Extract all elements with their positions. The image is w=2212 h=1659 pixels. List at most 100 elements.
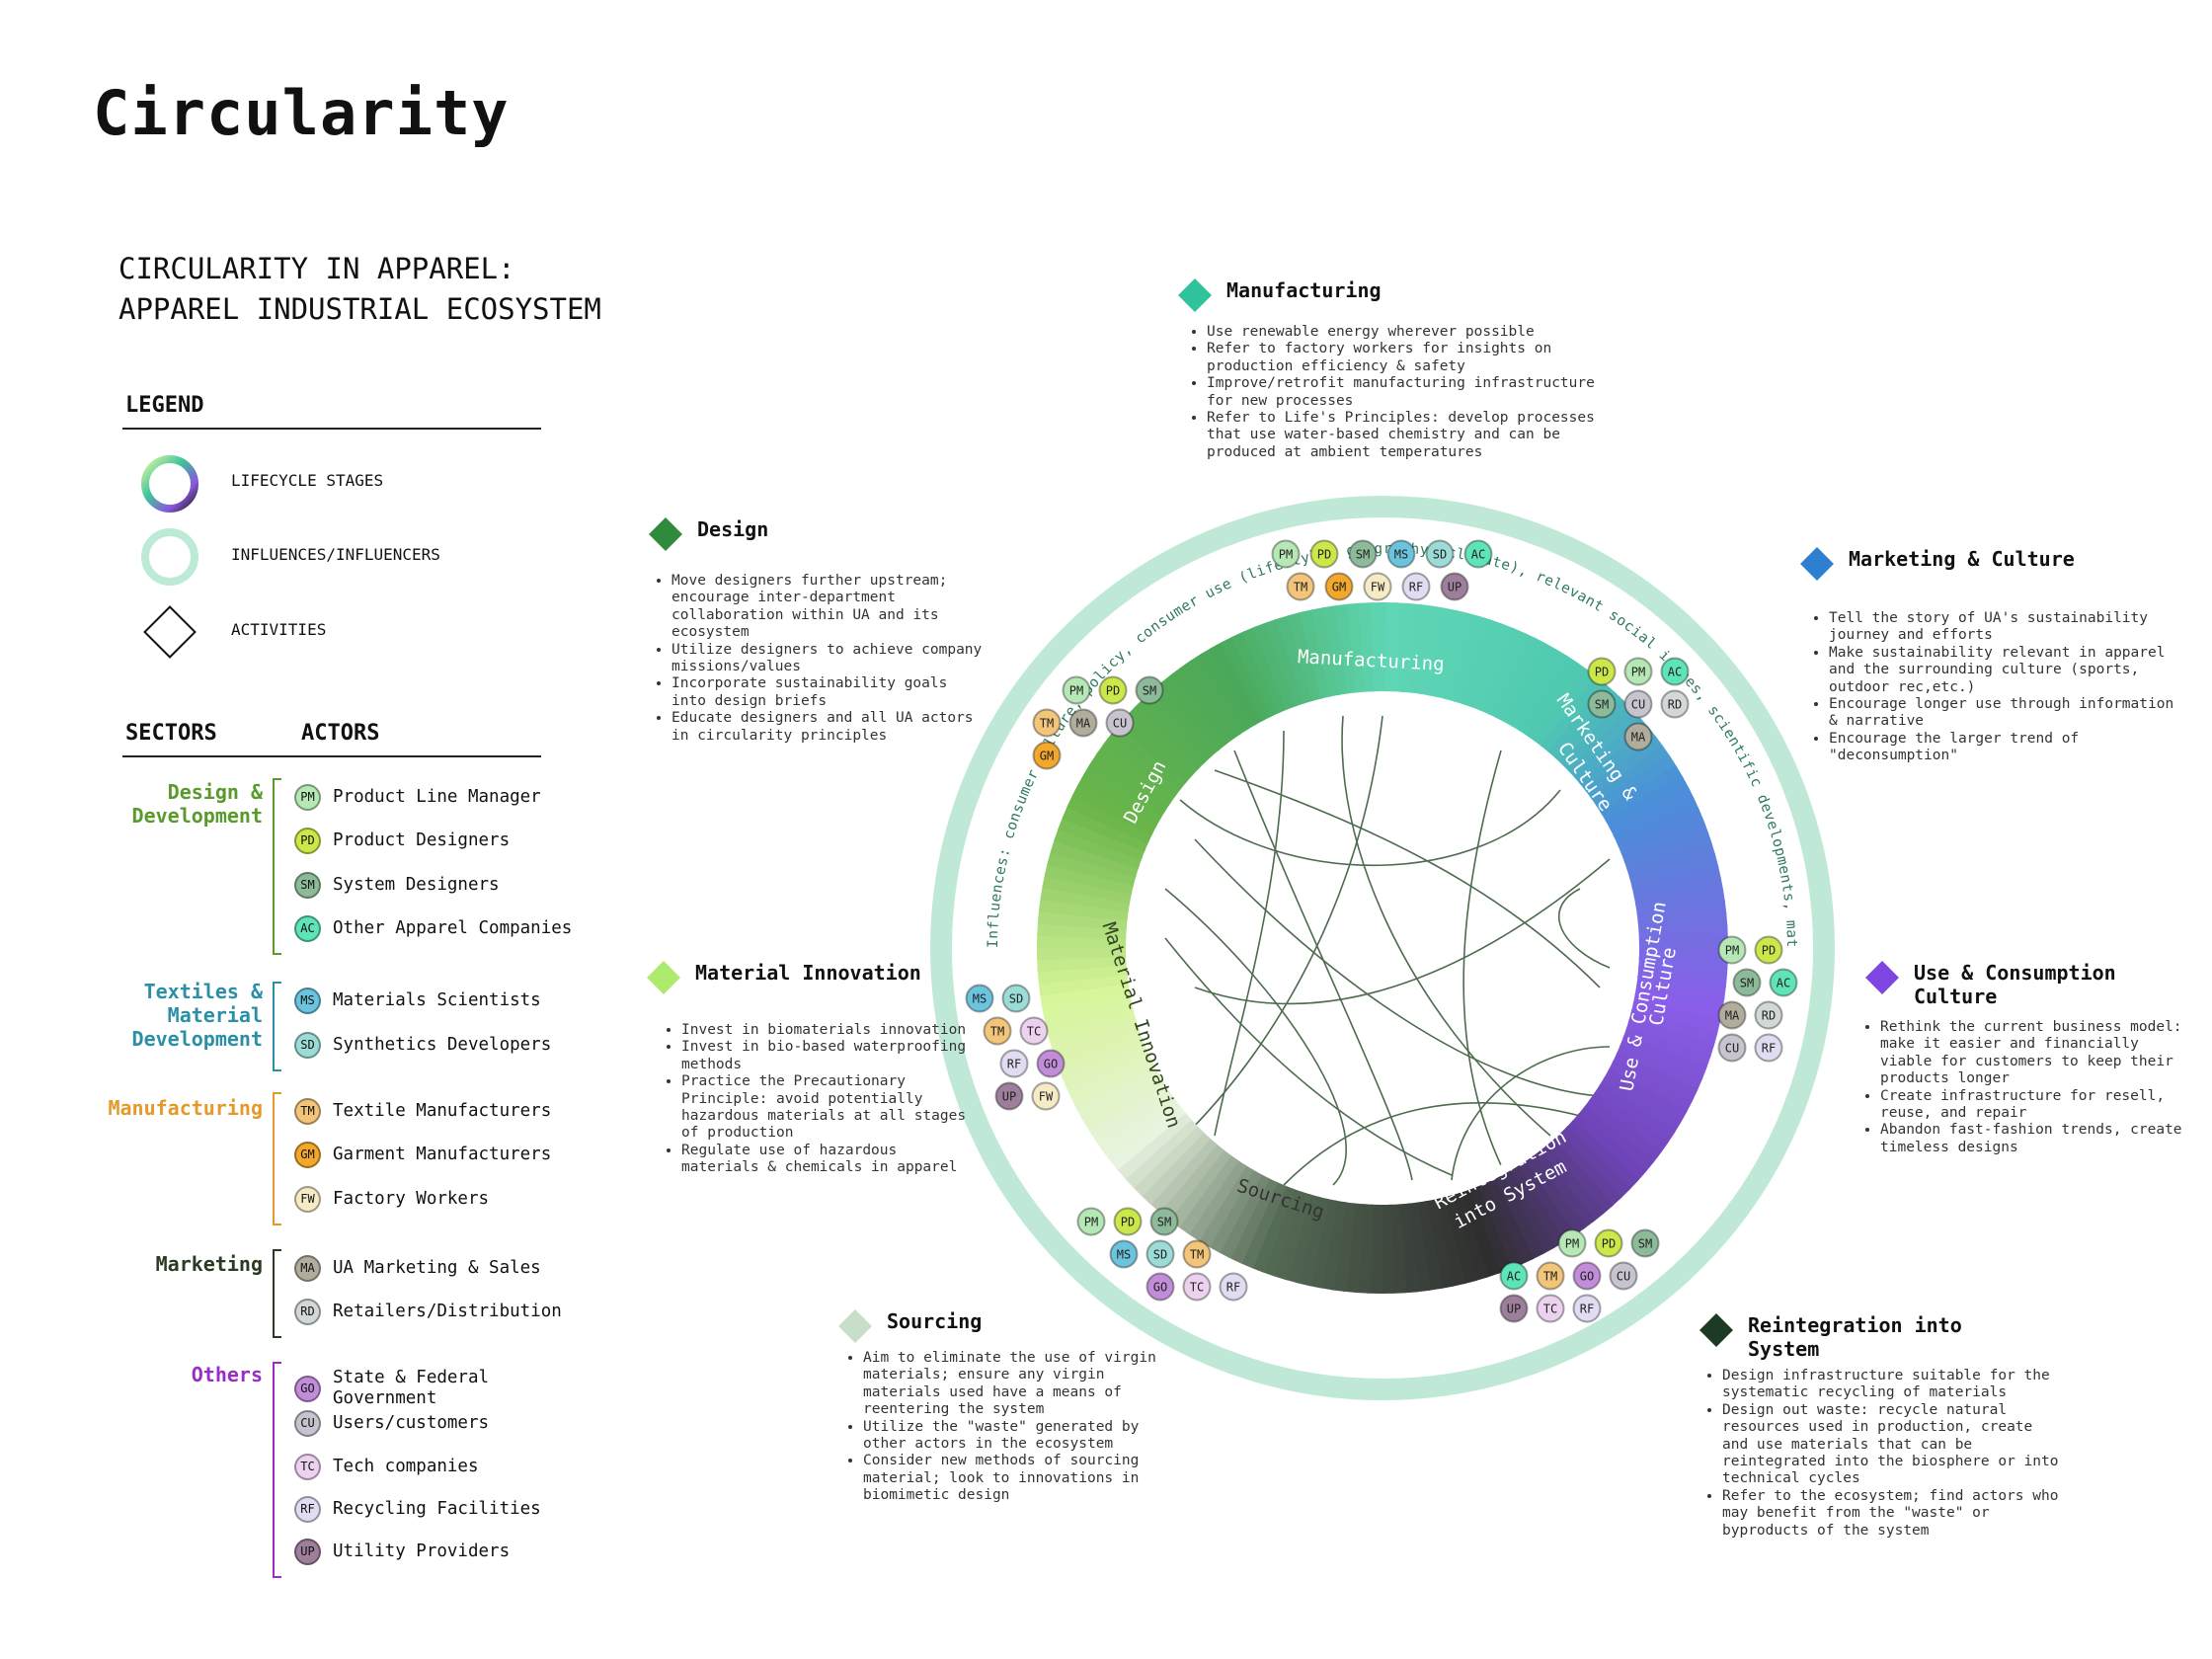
actor-node [1754,935,1783,965]
activity-bullet: Make sustainability relevant in apparel … [1829,645,2179,696]
activity-bullet: Practice the Precautionary Principle: av… [681,1073,978,1143]
actor-node-label: RF [1007,1058,1021,1071]
actor-node-label: CU [1631,698,1645,712]
activity-bullets: Move designers further upstream; encoura… [648,573,988,745]
actor-name: Utility Providers [333,1541,511,1561]
connection-curve [1194,858,1611,1005]
actor-node [1001,984,1031,1013]
actor-item: MS Materials Scientists [294,988,541,1014]
activity-title-text: Design [697,517,769,541]
actor-node [1076,1207,1106,1236]
actor-node [1149,1207,1179,1236]
sector-name: Others [191,1363,263,1386]
actor-badge: TC [294,1454,321,1480]
actor-name: UA Marketing & Sales [333,1258,541,1278]
sector-bracket [273,1249,281,1338]
actor-node [1068,708,1098,738]
actor-node [1609,1261,1638,1291]
activity-bullet: Refer to Life's Principles: develop proc… [1207,410,1621,461]
actor-node [1630,1228,1660,1258]
connection-curve [1233,750,1413,1181]
actor-name: Users/customers [333,1413,490,1433]
actor-node [1594,1228,1623,1258]
actor-name: Product Line Manager [333,787,541,807]
diamond-outline-icon [143,605,197,659]
actor-node [1623,657,1653,686]
connection-curve [1164,888,1347,1186]
connection-curve [1214,769,1601,988]
activity-bullet: Rethink the current business model: make… [1880,1019,2191,1088]
actor-node-label: TM [990,1025,1004,1039]
activity-diamond-icon [647,961,680,994]
actor-node [1098,675,1128,705]
activity-title-text: Sourcing [887,1309,983,1333]
connection-curve [1558,888,1611,969]
activity-bullet: Utilize the "waste" generated by other a… [863,1419,1179,1454]
actor-node [983,1016,1012,1046]
activity-bullet: Invest in biomaterials innovation [681,1022,978,1039]
actor-node-label: PD [1762,944,1776,958]
actor-node [1623,689,1653,719]
activity-title: Material Innovation [646,961,921,994]
sector-name: Manufacturing [108,1096,263,1120]
lifecycle-ring [1036,602,1729,1295]
connection-curve [1283,1102,1581,1186]
actor-node-label: PM [1565,1237,1579,1251]
actor-name: Materials Scientists [333,990,541,1010]
connection-curve [1451,1046,1611,1181]
actors-header: ACTORS [301,721,380,746]
actor-node-label: RF [1762,1042,1776,1056]
actor-node [1032,741,1062,770]
actor-node [1623,722,1653,751]
actor-node [1732,968,1762,997]
actor-node-label: SM [1740,977,1754,990]
actor-node [1286,572,1315,601]
actor-node-label: RF [1226,1281,1240,1295]
actor-node-label: TM [1543,1270,1557,1284]
activity-bullet: Educate designers and all UA actors in c… [672,710,988,745]
sector-name: Textiles & Material Development [131,980,263,1051]
actor-node [1146,1239,1175,1269]
actor-name: Other Apparel Companies [333,918,573,938]
activity-bullet: Improve/retrofit manufacturing infrastru… [1207,375,1621,410]
actor-node-label: MS [1117,1248,1131,1262]
activity-bullet: Refer to factory workers for insights on… [1207,341,1621,375]
subtitle-line-2: APPAREL INDUSTRIAL ECOSYSTEM [118,292,601,326]
actor-name: Product Designers [333,830,511,850]
actor-node [1182,1272,1212,1302]
activity-bullet: Abandon fast-fashion trends, create time… [1880,1122,2191,1156]
activity-title: Marketing & Culture [1799,547,2075,581]
actor-badge: SM [294,872,321,899]
actor-badge: MS [294,988,321,1014]
actor-node-label: FW [1039,1090,1054,1104]
sector-bracket [273,982,281,1071]
connection-curve [1214,730,1285,1137]
legend-header: LEGEND [125,393,204,418]
actor-node [1019,1016,1049,1046]
actor-name: Recycling Facilities [333,1499,541,1519]
activity-bullet: Create infrastructure for resell, reuse,… [1880,1088,2191,1123]
activity-title-text: Manufacturing [1226,278,1382,302]
actor-node-label: FW [1371,581,1385,594]
activity-title: Use & Consumption Culture [1864,961,2141,1008]
actor-node [1324,572,1354,601]
actor-node-label: PM [1069,684,1083,698]
ecosystem-diagram: Influences: consumer culture, policy, co… [889,444,1835,1400]
activity-diamond-icon [838,1309,872,1343]
connection-curve [1194,838,1601,1097]
actor-name: Factory Workers [333,1189,490,1209]
sector-bracket [273,1092,281,1225]
activity-bullets: Tell the story of UA's sustainability jo… [1805,610,2179,765]
actor-node-label: SM [1595,698,1609,712]
actor-node-label: CU [1113,717,1127,731]
actor-node [1660,657,1690,686]
actor-node [1036,1049,1066,1078]
